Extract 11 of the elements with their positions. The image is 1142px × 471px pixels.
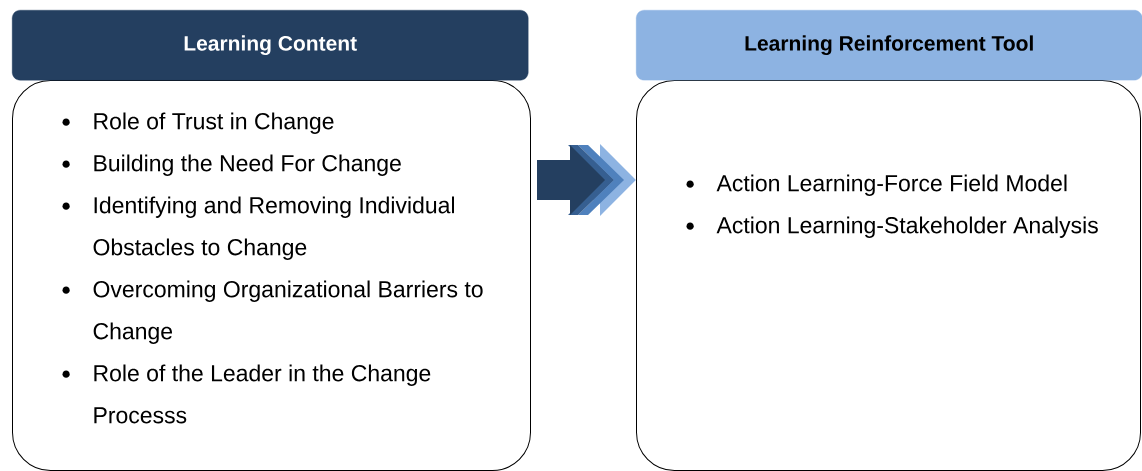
bullet-item: Building the Need For Change <box>94 154 401 176</box>
content-box <box>636 80 1141 471</box>
header-box: Learning Content <box>12 10 529 81</box>
bullet-item: Action Learning-Stakeholder Analysis <box>716 216 1098 238</box>
content-box <box>12 80 531 471</box>
bullet-item: Role of the Leader in the Change Processs <box>94 364 431 424</box>
header-box: Learning Reinforcement Tool <box>636 10 1142 81</box>
bullet-item: Identifying and Removing Individual Obstacles to Change <box>93 196 454 260</box>
bullet-item: Overcoming Organizational Barriers to Change <box>93 280 483 344</box>
bullet-item: Role of Trust in Change <box>94 112 334 134</box>
bullet-item: Action Learning-Force Field Model <box>716 174 1067 196</box>
